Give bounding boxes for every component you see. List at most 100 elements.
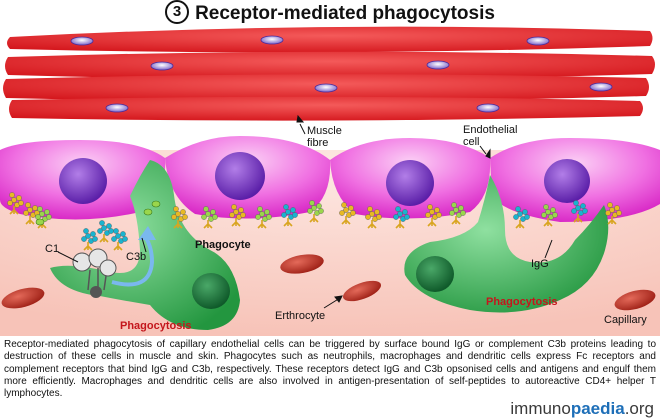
leader-c1 xyxy=(57,251,79,263)
muscle-fibre xyxy=(7,26,653,53)
molecule-bead xyxy=(292,212,298,218)
logo-prefix: immuno xyxy=(510,399,571,418)
molecule-bead xyxy=(173,206,179,212)
label-phagocytosis-left: Phagocytosis xyxy=(120,320,192,332)
logo-middle: paedia xyxy=(570,399,625,418)
molecule-bead xyxy=(543,204,549,210)
erythrocyte xyxy=(280,254,324,274)
receptor-stem xyxy=(367,220,377,229)
c1-complex xyxy=(72,248,117,298)
molecule-bead xyxy=(171,214,177,220)
label-phagocyte: Phagocyte xyxy=(195,239,251,251)
molecule-bead xyxy=(571,208,577,214)
leader-c3b xyxy=(141,237,147,253)
molecule-bead xyxy=(427,204,433,210)
molecule-cluster xyxy=(339,202,356,225)
molecule-bead xyxy=(522,209,528,215)
receptor-stem xyxy=(543,218,553,227)
molecule-bead xyxy=(369,211,375,217)
molecule-bead xyxy=(436,212,442,218)
molecule-bead xyxy=(229,212,235,218)
molecule-bead xyxy=(7,200,13,206)
endothelial-nucleus xyxy=(386,160,434,206)
molecule-bead xyxy=(11,197,17,203)
molecule-bead xyxy=(582,208,588,214)
molecule-bead xyxy=(120,231,126,237)
molecule-bead xyxy=(111,236,117,242)
receptor-stem xyxy=(515,220,525,229)
molecule-bead xyxy=(395,206,401,212)
receptor-stem xyxy=(395,220,405,229)
receptor-stem xyxy=(607,216,617,225)
molecule-bead xyxy=(27,207,33,213)
molecule-bead xyxy=(264,209,270,215)
caption-text: Receptor-mediated phagocytosis of capill… xyxy=(4,339,656,400)
muscle-nucleus xyxy=(314,83,338,93)
muscle-nucleus xyxy=(526,36,550,46)
molecule-bead xyxy=(614,205,620,211)
phagocyte-nucleus xyxy=(192,273,230,309)
muscle-nucleus xyxy=(426,60,450,70)
molecule-bead xyxy=(101,225,107,231)
leader-endothelial-head xyxy=(485,148,491,159)
site-logo: immunopaedia.org xyxy=(510,399,654,419)
logo-suffix: .org xyxy=(624,399,654,418)
molecule-cluster xyxy=(81,228,98,251)
molecule-cluster xyxy=(307,200,324,223)
muscle-nucleus xyxy=(150,61,174,71)
muscle-fibre xyxy=(5,51,655,80)
molecule-cluster xyxy=(281,204,298,227)
molecule-cluster xyxy=(393,206,410,229)
molecule-bead xyxy=(255,214,261,220)
molecule-bead xyxy=(210,209,216,215)
molecule-bead xyxy=(212,214,218,220)
molecule-bead xyxy=(616,210,622,216)
molecule-bead xyxy=(609,207,615,213)
molecule-cluster xyxy=(541,204,558,227)
c3b-fragment xyxy=(35,218,45,226)
molecule-bead xyxy=(180,209,186,215)
phagocyte-nucleus xyxy=(416,256,454,292)
molecule-bead xyxy=(524,214,530,220)
molecule-bead xyxy=(365,214,371,220)
molecule-bead xyxy=(203,206,209,212)
molecule-bead xyxy=(122,236,128,242)
erythrocytes xyxy=(1,254,656,311)
molecule-bead xyxy=(99,220,105,226)
molecule-bead xyxy=(513,214,519,220)
molecule-bead xyxy=(238,207,244,213)
phagocyte-right xyxy=(404,175,609,313)
molecule-bead xyxy=(343,207,349,213)
molecule-cluster xyxy=(23,202,40,225)
molecule-bead xyxy=(283,204,289,210)
molecule-bead xyxy=(316,203,322,209)
engulf-arrowhead xyxy=(138,226,156,240)
molecule-bead xyxy=(182,214,188,220)
molecule-bead xyxy=(453,207,459,213)
muscle-nucleus xyxy=(70,36,94,46)
muscle-nucleus xyxy=(260,35,284,45)
molecule-bead xyxy=(23,210,29,216)
molecule-cluster xyxy=(111,228,128,251)
molecule-bead xyxy=(83,228,89,234)
label-igg: IgG xyxy=(531,258,549,270)
muscle-nucleus xyxy=(476,103,500,113)
molecule-bead xyxy=(374,209,380,215)
molecule-bead xyxy=(115,233,121,239)
molecule-bead xyxy=(233,209,239,215)
molecule-cluster xyxy=(605,202,622,225)
molecule-bead xyxy=(367,206,373,212)
molecule-bead xyxy=(429,209,435,215)
erythrocyte xyxy=(614,289,656,311)
molecule-bead xyxy=(449,210,455,216)
molecule-cluster xyxy=(255,206,272,229)
molecule-bead xyxy=(9,192,15,198)
molecule-cluster xyxy=(97,220,114,243)
molecule-bead xyxy=(404,214,410,220)
molecule-bead xyxy=(290,207,296,213)
molecule-bead xyxy=(18,200,24,206)
molecule-cluster xyxy=(171,206,188,229)
molecule-bead xyxy=(605,210,611,216)
